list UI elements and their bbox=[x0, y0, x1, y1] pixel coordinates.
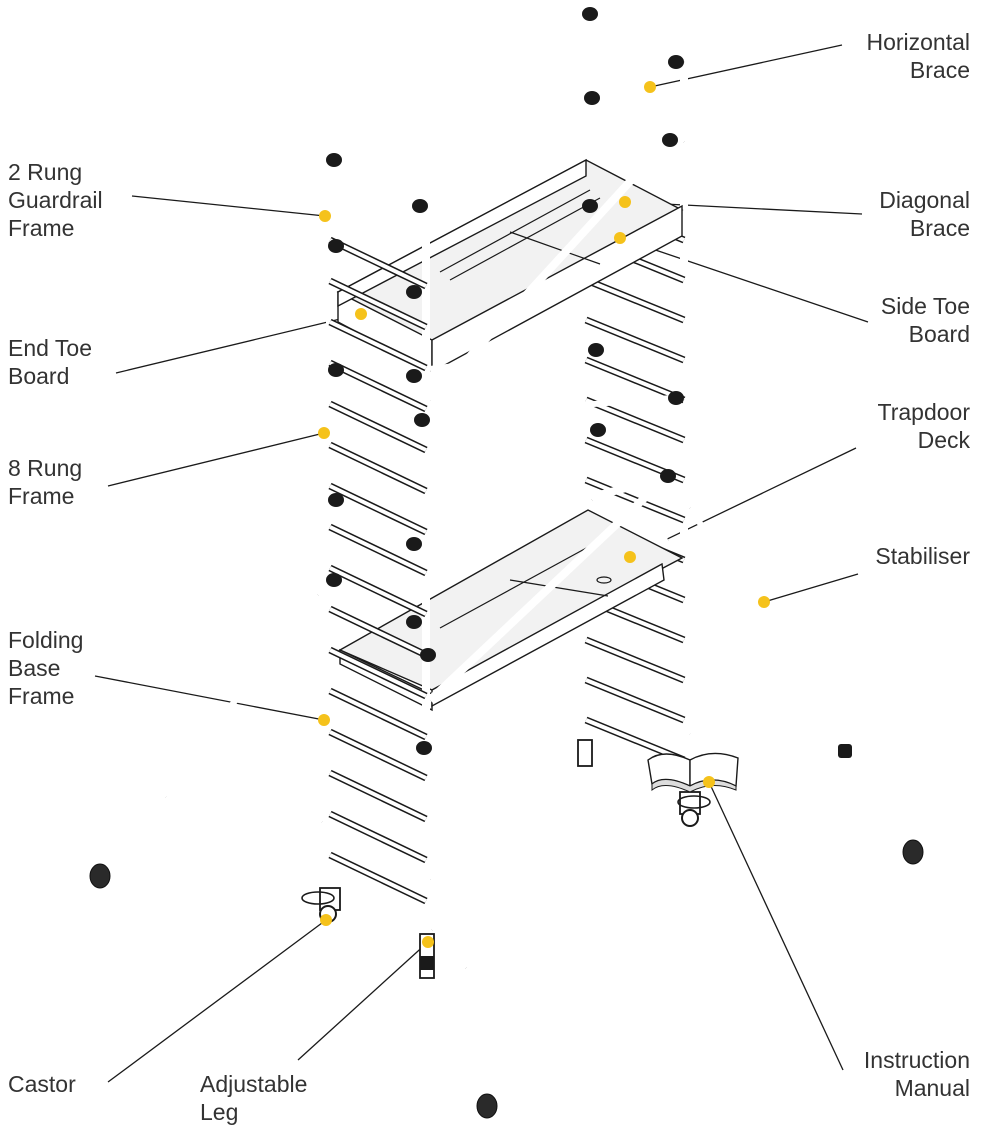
label-two-rung-guardrail-frame: 2 Rung Guardrail Frame bbox=[8, 159, 103, 241]
leader-instruction-manual bbox=[708, 781, 844, 1071]
clamps bbox=[326, 7, 684, 755]
clamp-fitting bbox=[406, 615, 422, 629]
label-adjustable-leg: Adjustable Leg bbox=[200, 1071, 308, 1125]
clamp-fitting bbox=[416, 741, 432, 755]
clamp-fitting bbox=[414, 413, 430, 427]
leader-lines bbox=[94, 44, 869, 1083]
marker-stabiliser bbox=[758, 596, 770, 608]
leader-folding-base-frame bbox=[94, 675, 325, 721]
callout-markers bbox=[318, 81, 770, 948]
leader-stabiliser bbox=[763, 573, 859, 603]
marker-end-toe-board bbox=[355, 308, 367, 320]
marker-folding-base-frame bbox=[318, 714, 330, 726]
clamp-fitting bbox=[328, 363, 344, 377]
marker-diagonal-brace bbox=[619, 196, 631, 208]
clamp-fitting bbox=[590, 423, 606, 437]
clamp-fitting bbox=[660, 469, 676, 483]
leader-end-toe-board bbox=[115, 313, 362, 374]
clamp-fitting bbox=[328, 493, 344, 507]
leader-guardrail-frame bbox=[131, 195, 326, 217]
diagonal-braces bbox=[427, 137, 673, 703]
label-horizontal-brace: Horizontal Brace bbox=[866, 29, 970, 83]
instruction-manual-graphic bbox=[647, 752, 739, 793]
stabilisers bbox=[89, 506, 924, 1119]
clamp-fitting bbox=[326, 153, 342, 167]
marker-adjustable-leg bbox=[422, 936, 434, 948]
castors bbox=[301, 739, 711, 979]
marker-trapdoor-deck bbox=[624, 551, 636, 563]
clamp-fitting bbox=[584, 91, 600, 105]
marker-horizontal-brace bbox=[644, 81, 656, 93]
clamp-fitting bbox=[406, 537, 422, 551]
front-frames bbox=[326, 156, 430, 934]
label-eight-rung-frame: 8 Rung Frame bbox=[8, 455, 83, 509]
marker-castor bbox=[320, 914, 332, 926]
label-side-toe-board: Side Toe Board bbox=[880, 293, 970, 347]
leader-trapdoor-deck bbox=[629, 447, 857, 558]
label-stabiliser: Stabiliser bbox=[875, 543, 970, 569]
clamp-fitting bbox=[406, 285, 422, 299]
clamp-fitting bbox=[406, 369, 422, 383]
leader-adjustable-leg bbox=[297, 941, 429, 1061]
marker-eight-rung-frame bbox=[318, 427, 330, 439]
leader-eight-rung-frame bbox=[107, 432, 325, 487]
label-diagonal-brace: Diagonal Brace bbox=[879, 187, 970, 241]
label-instruction-manual: Instruction Manual bbox=[863, 1047, 970, 1101]
back-frame bbox=[582, 10, 688, 810]
leader-side-toe-board bbox=[619, 237, 869, 323]
leader-castor bbox=[107, 919, 327, 1083]
marker-instruction-manual bbox=[703, 776, 715, 788]
clamp-fitting bbox=[668, 391, 684, 405]
marker-guardrail-frame bbox=[319, 210, 331, 222]
clamp-fitting bbox=[582, 7, 598, 21]
clamp-fitting bbox=[582, 199, 598, 213]
clamp-fitting bbox=[662, 133, 678, 147]
clamp-fitting bbox=[668, 55, 684, 69]
clamp-fitting bbox=[420, 648, 436, 662]
label-end-toe-board: End Toe Board bbox=[8, 335, 92, 389]
clamp-fitting bbox=[588, 343, 604, 357]
label-folding-base-frame: Folding Base Frame bbox=[8, 627, 84, 709]
clamp-fitting bbox=[328, 239, 344, 253]
label-castor: Castor bbox=[8, 1071, 76, 1097]
label-trapdoor-deck: Trapdoor Deck bbox=[877, 399, 970, 453]
marker-side-toe-board bbox=[614, 232, 626, 244]
clamp-fitting bbox=[412, 199, 428, 213]
clamp-fitting bbox=[326, 573, 342, 587]
